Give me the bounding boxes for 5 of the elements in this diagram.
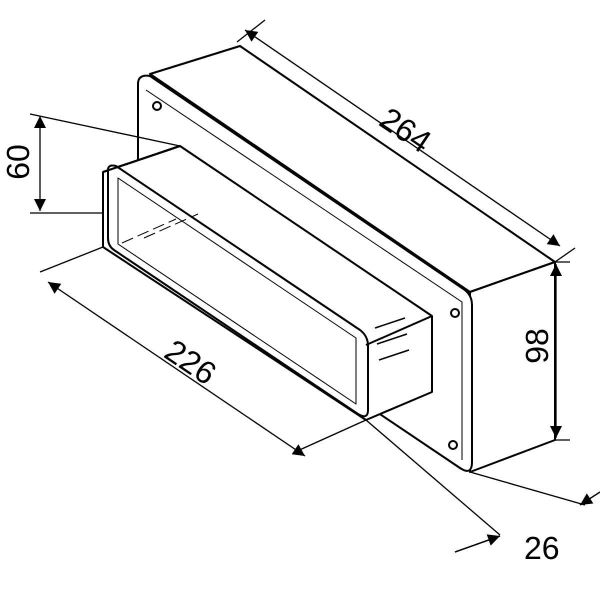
dimension-label: 264 [374, 102, 436, 158]
dimension-label: 98 [520, 328, 553, 364]
dimension-label: 60 [2, 144, 34, 180]
dimension-label: 26 [524, 532, 560, 564]
dimension-label: 226 [159, 334, 222, 390]
